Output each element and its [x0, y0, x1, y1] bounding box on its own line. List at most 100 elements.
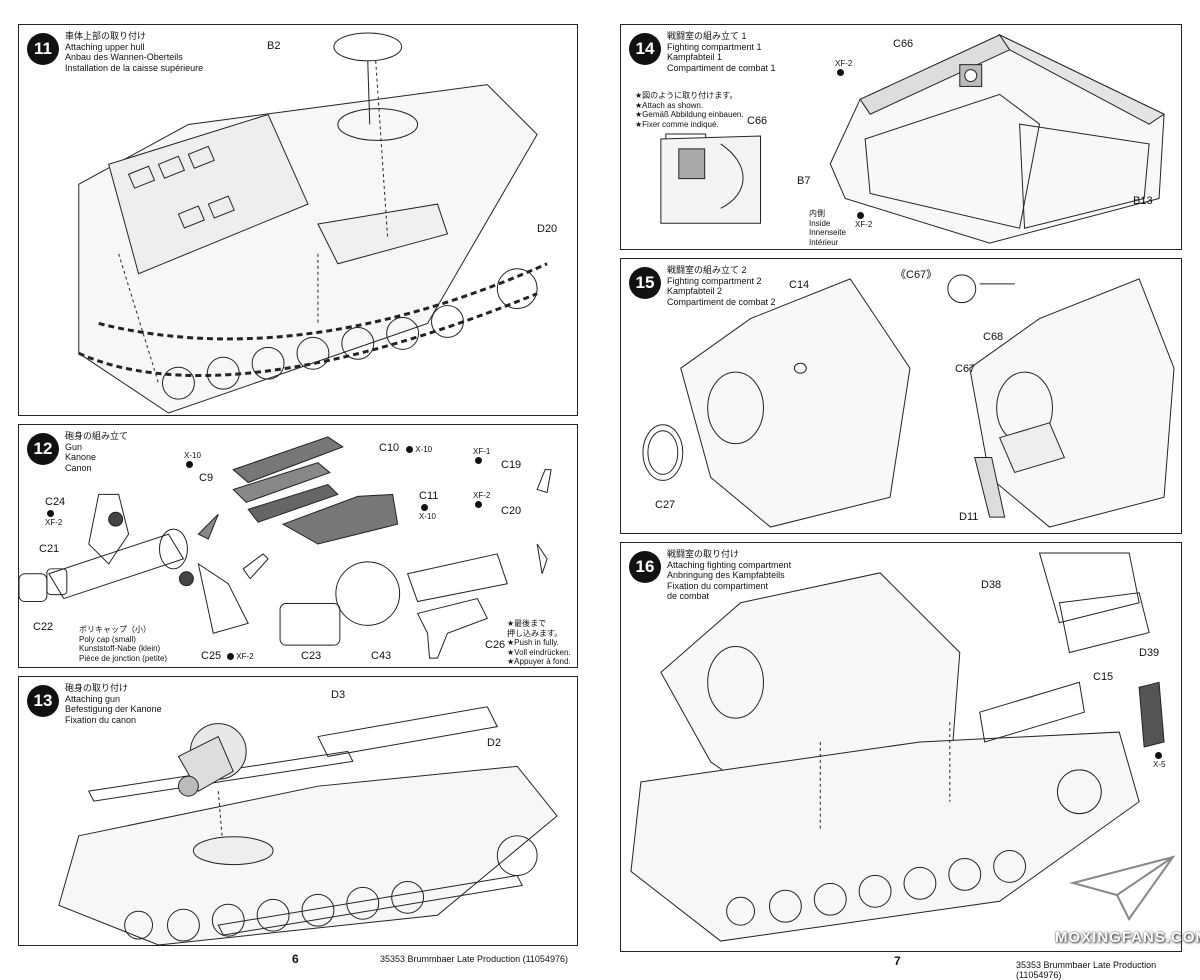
paint-x10-c9: X-10 — [184, 451, 201, 469]
part-label-c19: C19 — [501, 459, 522, 471]
paint-dot-icon — [837, 69, 844, 77]
watermark: MOXINGFANS.COM — [1055, 929, 1200, 946]
title-fr: Installation de la caisse supérieure — [65, 62, 204, 73]
note-line: Poly cap (small) — [79, 634, 136, 644]
title-jp: 砲身の取り付け — [65, 683, 129, 693]
paint-dot-icon — [475, 501, 482, 509]
part-label-c27: C27 — [655, 499, 676, 511]
step-title: 砲身の組み立て Gun Kanone Canon — [65, 431, 128, 473]
note-line: Pièce de jonction (petite) — [79, 653, 168, 663]
paint-code: XF-1 — [473, 447, 491, 456]
paint-dot-icon — [47, 510, 54, 518]
step-title: 戦闘室の取り付け Attaching fighting compartment … — [667, 549, 791, 602]
part-label-d3: D3 — [331, 689, 346, 701]
step-number-badge: 14 — [629, 33, 661, 65]
title-de: Kampfabteil 1 — [667, 52, 723, 62]
part-label-d38: D38 — [981, 579, 1002, 591]
title-jp: 車体上部の取り付け — [65, 31, 147, 41]
paint-x10-c10: X-10 — [404, 445, 432, 454]
part-label-c11: C11 — [419, 490, 439, 502]
paint-dot-icon — [406, 446, 413, 454]
step-16-panel: 16 戦闘室の取り付け Attaching fighting compartme… — [620, 542, 1200, 952]
step-number-badge: 12 — [27, 433, 59, 465]
part-label-c66-detail: C66 — [747, 115, 768, 127]
note-line: ★最後まで — [507, 619, 547, 628]
step-11-panel: 11 車体上部の取り付け Attaching upper hull Anbau … — [18, 24, 578, 416]
part-label-c68: C68 — [983, 331, 1004, 343]
part-label-c20: C20 — [501, 505, 522, 517]
title-en: Fighting compartment 1 — [667, 41, 762, 52]
title-fr: Compartiment de combat 1 — [667, 62, 776, 73]
part-label-c43: C43 — [371, 650, 392, 662]
part-label-c24: C24 — [45, 496, 66, 508]
attach-as-shown-note: ★図のように取り付けます。 ★Attach as shown. ★Gemäß A… — [635, 91, 744, 129]
title-en: Gun — [65, 441, 83, 452]
note-line: Kunststoff-Nabe (klein) — [79, 644, 161, 653]
step-title: 車体上部の取り付け Attaching upper hull Anbau des… — [65, 31, 203, 73]
part-label-b13: B13 — [1133, 195, 1153, 207]
part-label-d20: D20 — [537, 223, 558, 235]
title-jp: 戦闘室の組み立て 2 — [667, 265, 747, 275]
inside-note: 内側 Inside Innenseite Intérieur — [809, 209, 846, 247]
title-de: Befestigung der Kanone — [65, 704, 162, 714]
paper-plane-logo-icon — [1069, 855, 1176, 921]
paint-code: XF-2 — [855, 220, 873, 229]
paint-code: XF-2 — [835, 59, 853, 68]
title-de: Kanone — [65, 452, 97, 462]
part-label-d39: D39 — [1139, 647, 1160, 659]
push-note: ★最後まで 押し込みます。 ★Push in fully. ★Voll eind… — [507, 619, 571, 667]
title-de: Anbau des Wannen-Oberteils — [65, 52, 183, 62]
paint-code: X-10 — [415, 445, 433, 454]
step-14-panel: 14 戦闘室の組み立て 1 Fighting compartment 1 Kam… — [620, 24, 1182, 250]
paint-code: X-5 — [1153, 760, 1166, 769]
title-fr: Canon — [65, 462, 92, 473]
note-line: ★Attach as shown. — [635, 100, 704, 110]
part-label-d2: D2 — [487, 737, 502, 749]
note-line: ★Push in fully. — [507, 638, 559, 647]
title-en: Attaching fighting compartment — [667, 559, 792, 570]
note-line: ★図のように取り付けます。 — [635, 91, 738, 100]
step-title: 砲身の取り付け Attaching gun Befestigung der Ka… — [65, 683, 162, 725]
part-label-c21: C21 — [39, 543, 60, 555]
part-label-b2: B2 — [267, 40, 281, 52]
paint-x5: X-5 — [1153, 751, 1165, 769]
paint-code: XF-2 — [236, 652, 254, 661]
paint-xf2-c20: XF-2 — [473, 491, 490, 509]
title-fr: Compartiment de combat 2 — [667, 296, 776, 307]
step-number-badge: 13 — [27, 685, 59, 717]
paint-x10-c11: X-10 — [419, 503, 436, 521]
part-label-c66: C66 — [893, 38, 914, 50]
paint-dot-icon — [186, 461, 193, 469]
title-jp: 砲身の組み立て — [65, 431, 129, 441]
title-de: Kampfabteil 2 — [667, 286, 723, 296]
paint-xf2-c25: XF-2 — [225, 652, 254, 661]
step-title: 戦闘室の組み立て 2 Fighting compartment 2 Kampfa… — [667, 265, 776, 307]
part-label-c15: C15 — [1093, 671, 1114, 683]
attach-fighting-compartment-illustration — [630, 552, 1165, 942]
part-label-c67-detail: 《C67》 — [895, 269, 938, 281]
part-label-d11: D11 — [959, 511, 979, 523]
paint-code: XF-2 — [473, 491, 491, 500]
paint-code: X-10 — [419, 512, 436, 521]
fighting-compartment-1-illustration — [660, 33, 1166, 244]
title-fr: Fixation du canon — [65, 714, 137, 725]
part-label-c23: C23 — [301, 650, 322, 662]
part-label-c14: C14 — [789, 279, 810, 291]
fighting-compartment-2-illustration — [642, 274, 1175, 528]
paint-dot-icon — [475, 457, 482, 465]
part-label-c10: C10 — [379, 442, 400, 454]
paint-xf2-c24: XF-2 — [45, 509, 62, 527]
step-15-panel: 15 戦闘室の組み立て 2 Fighting compartment 2 Kam… — [620, 258, 1182, 534]
paint-xf2-inside: XF-2 — [855, 211, 872, 229]
gun-illustration — [19, 436, 552, 659]
paint-xf2-top: XF-2 — [835, 59, 852, 77]
step-number-badge: 16 — [629, 551, 661, 583]
title-en: Attaching upper hull — [65, 41, 145, 52]
product-code-right: 35353 Brummbaer Late Production (1105497… — [1016, 960, 1157, 980]
note-line: ★Gemäß Abbildung einbauen. — [635, 110, 744, 119]
paint-code: XF-2 — [45, 518, 63, 527]
note-line: ★Fixer comme indiqué. — [635, 119, 719, 129]
step-13-panel: 13 砲身の取り付け Attaching gun Befestigung der… — [18, 676, 578, 946]
step-12-panel: 12 砲身の組み立て Gun Kanone Canon C10 X-10 X-1… — [18, 424, 578, 668]
paint-dot-icon — [227, 653, 234, 661]
